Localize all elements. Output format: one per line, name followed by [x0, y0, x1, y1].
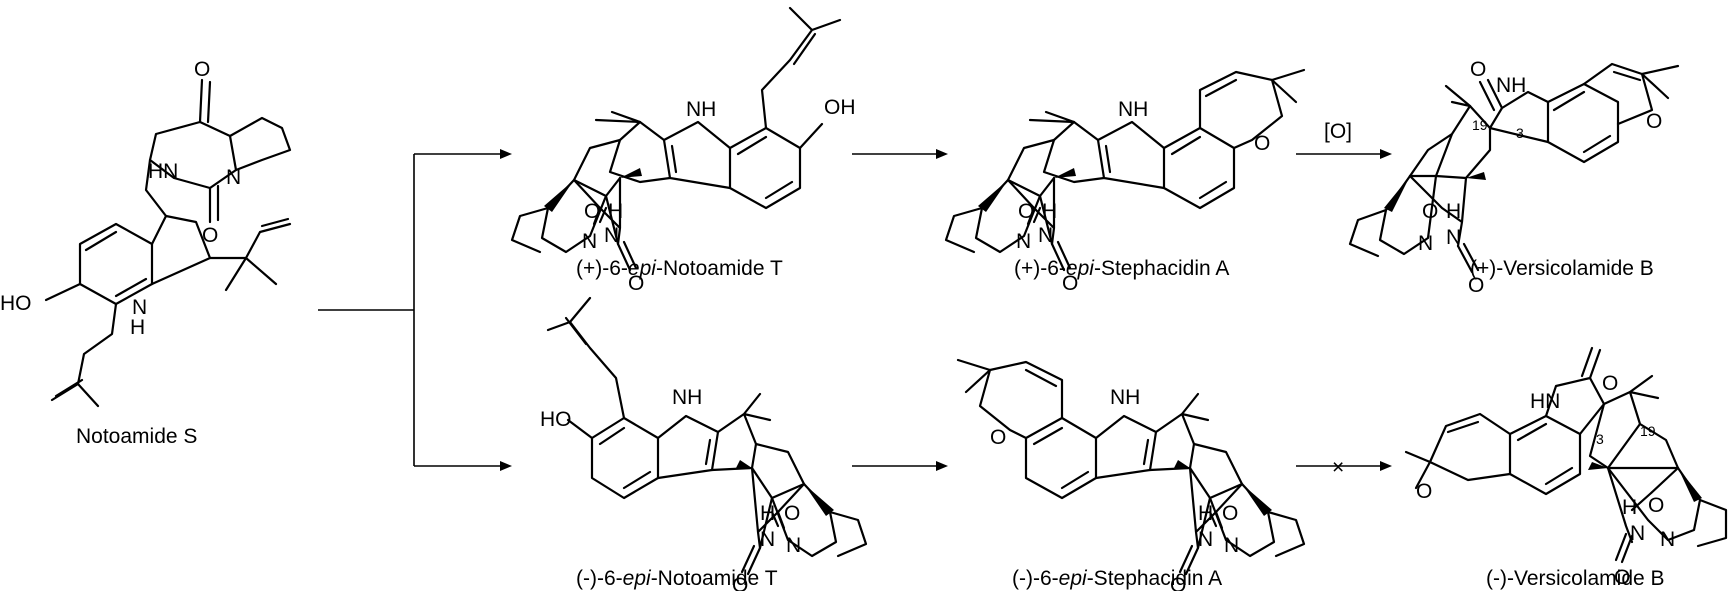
atom-label: N: [1224, 534, 1239, 557]
atom-label: N: [760, 528, 775, 551]
atom-label: O: [990, 426, 1006, 449]
atom-label: H: [130, 316, 145, 339]
atom-label: N: [1660, 528, 1675, 551]
atom-label: H: [1198, 502, 1213, 525]
atom-label: O: [1222, 502, 1238, 525]
forward-arrow: [852, 149, 948, 159]
atom-label: N: [1198, 528, 1213, 551]
reagent-label: [O]: [1324, 120, 1352, 143]
atom-label: O: [784, 502, 800, 525]
compound-label-minus-versicolamide-b: (-)-Versicolamide B: [1486, 567, 1665, 590]
oxidation-arrow: [O]: [1296, 120, 1392, 159]
compound-label-minus-notoamide-t: (-)-6-epi-Notoamide T: [576, 567, 778, 590]
atom-label: N: [786, 534, 801, 557]
atom-label: N: [226, 166, 241, 189]
atom-label: NH: [672, 386, 702, 409]
atom-label: N: [132, 296, 147, 319]
plus-notoamide-t-atom-labels: NH OH O H N N O: [582, 96, 856, 295]
atom-label: O: [202, 224, 218, 247]
locant-label: 3: [1596, 431, 1604, 447]
atom-label: H: [1042, 200, 1057, 223]
compound-label-minus-stephacidin-a: (-)-6-epi-Stephacidin A: [1012, 567, 1222, 590]
atom-label: O: [1018, 200, 1034, 223]
atom-label: O: [732, 574, 748, 591]
notoamide-s-atom-labels: HO N H HN O O N: [0, 58, 241, 339]
compound-label-plus-stephacidin-a: (+)-6-epi-Stephacidin A: [1014, 257, 1229, 280]
atom-label: O: [1254, 132, 1270, 155]
atom-label: NH: [1110, 386, 1140, 409]
atom-label: NH: [1496, 74, 1526, 97]
branch-arrow: [318, 149, 512, 471]
atom-label: OH: [824, 96, 856, 119]
atom-label: H: [760, 502, 775, 525]
atom-label: N: [582, 230, 597, 253]
notoamide-s-structure: [44, 78, 292, 408]
atom-label: O: [1614, 566, 1630, 589]
atom-label: O: [628, 272, 644, 295]
atom-label: H: [1622, 496, 1637, 519]
atom-label: N: [1038, 224, 1053, 247]
minus-versicolamide-b-structure: [1404, 346, 1728, 564]
atom-label: N: [604, 224, 619, 247]
minus-notoamide-t-structure: [546, 296, 868, 576]
locant-label: 19: [1472, 117, 1488, 133]
atom-label: O: [584, 200, 600, 223]
plus-notoamide-t-structure: [510, 6, 842, 272]
plus-versicolamide-b-structure: [1348, 62, 1680, 274]
locant-label: 19: [1640, 423, 1656, 439]
atom-label: HN: [148, 160, 178, 183]
atom-label: NH: [686, 98, 716, 121]
minus-versicolamide-b-atom-labels: O HN O H O N N O 3 19: [1416, 372, 1675, 589]
locant-label: 3: [1516, 125, 1524, 141]
atom-label: O: [1062, 272, 1078, 295]
plus-stephacidin-a-structure: [944, 68, 1306, 272]
atom-label: HO: [540, 408, 572, 431]
atom-label: O: [1422, 200, 1438, 223]
atom-label: O: [194, 58, 210, 81]
atom-label: N: [1016, 230, 1031, 253]
atom-label: N: [1446, 226, 1461, 249]
atom-label: H: [608, 200, 623, 223]
plus-versicolamide-b-atom-labels: O NH O O H N N O 19 3: [1418, 58, 1662, 297]
compound-label-notoamide-s: Notoamide S: [76, 425, 197, 448]
minus-notoamide-t-atom-labels: HO NH H O N N O: [540, 386, 801, 591]
atom-label: H: [1446, 200, 1461, 223]
minus-stephacidin-a-atom-labels: O NH H O N N O: [990, 386, 1239, 591]
atom-label: O: [1470, 58, 1486, 81]
blocked-mark: ×: [1332, 456, 1344, 479]
atom-label: N: [1418, 232, 1433, 255]
atom-label: O: [1648, 494, 1664, 517]
atom-label: HN: [1530, 390, 1560, 413]
forward-arrow: [852, 461, 948, 471]
atom-label: N: [1630, 522, 1645, 545]
blocked-arrow: ×: [1296, 456, 1392, 479]
atom-label: HO: [0, 292, 32, 315]
compound-label-plus-versicolamide-b: (+)-Versicolamide B: [1470, 257, 1654, 280]
atom-label: NH: [1118, 98, 1148, 121]
atom-label: O: [1170, 574, 1186, 591]
plus-stephacidin-a-atom-labels: NH O O H N N O: [1016, 98, 1270, 295]
atom-label: O: [1468, 274, 1484, 297]
atom-label: O: [1646, 110, 1662, 133]
atom-label: O: [1416, 480, 1432, 503]
compound-label-plus-notoamide-t: (+)-6-epi-Notoamide T: [576, 257, 783, 280]
minus-stephacidin-a-structure: [956, 358, 1306, 576]
atom-label: O: [1602, 372, 1618, 395]
